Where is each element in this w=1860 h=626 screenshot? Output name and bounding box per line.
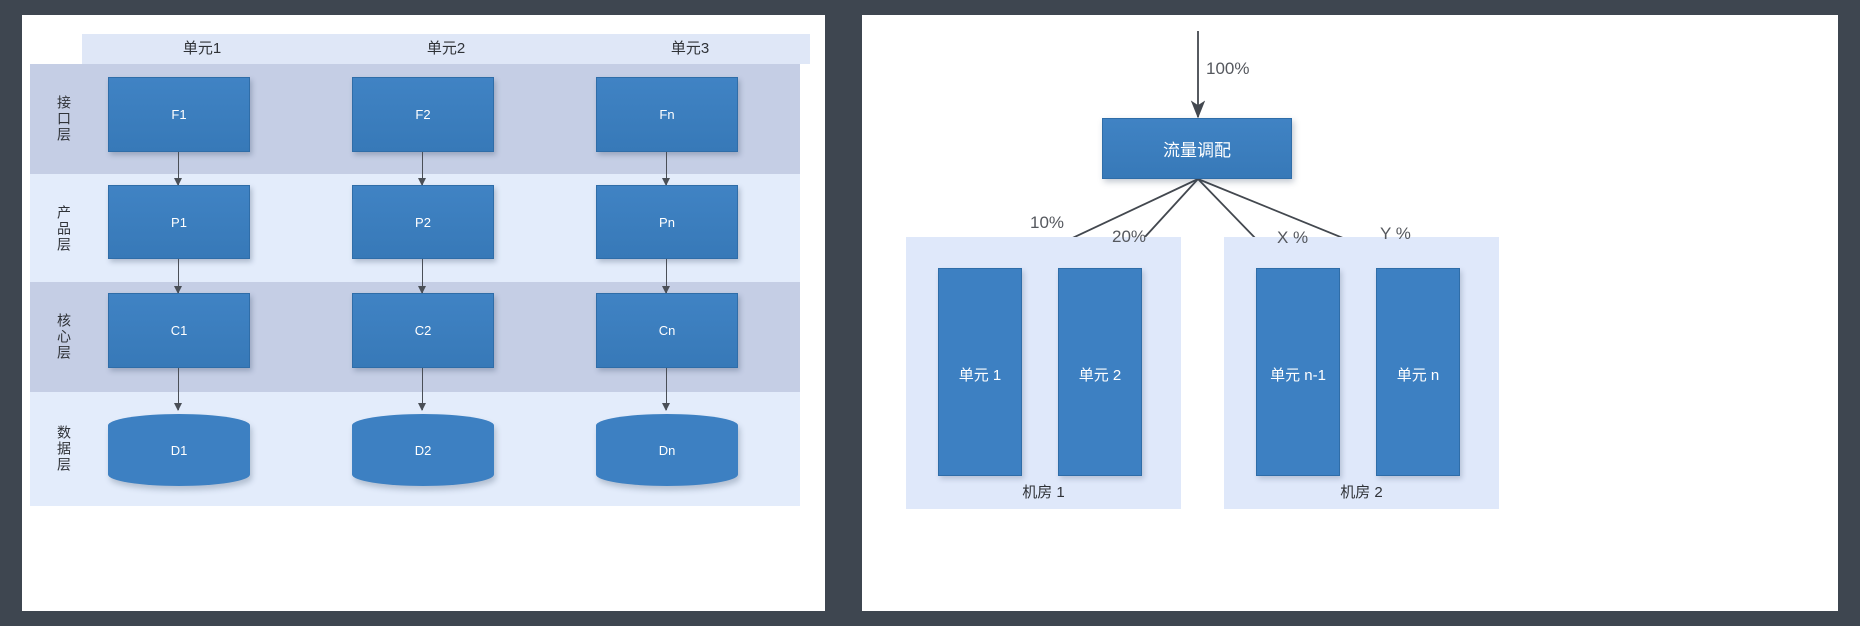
node-d1[interactable]: D1 [108, 414, 250, 486]
unit-box-1-label: 单元 1 [958, 366, 1002, 384]
arrow-c2-to-d2 [418, 368, 427, 411]
arrow-fn-to-pn [662, 152, 671, 186]
percent-label-unit-n: Y % [1380, 224, 1411, 243]
datacenter-2-label: 机房 2 [1340, 484, 1383, 501]
node-d2[interactable]: D2 [352, 414, 494, 486]
unit-box-1[interactable]: 单元 1 [938, 268, 1022, 476]
unit-box-2[interactable]: 单元 2 [1058, 268, 1142, 476]
node-f1[interactable]: F1 [108, 77, 250, 152]
unit-box-n[interactable]: 单元 n [1376, 268, 1460, 476]
column-header-unit3: 单元3 [670, 40, 710, 57]
arrow-p1-to-c1 [174, 259, 183, 294]
inbound-percent-label: 100% [1206, 59, 1250, 78]
node-c2[interactable]: C2 [352, 293, 494, 368]
node-p1[interactable]: P1 [108, 185, 250, 259]
unit-box-n-label: 单元 n [1396, 366, 1440, 384]
column-header-unit2: 单元2 [426, 40, 466, 57]
unit-box-n-minus-1-label: 单元 n-1 [1270, 366, 1326, 384]
row-label-core: 核心层 [56, 313, 72, 361]
node-c1[interactable]: C1 [108, 293, 250, 368]
unit-box-2-label: 单元 2 [1078, 366, 1122, 384]
arrow-f2-to-p2 [418, 152, 427, 186]
percent-label-unit-1: 10% [1030, 213, 1065, 232]
unit-layer-grid: 单元1 单元2 单元3 接口层 产品层 核心层 数据层 F1 F2 Fn P1 … [30, 34, 810, 506]
arrow-pn-to-cn [662, 259, 671, 294]
row-label-data: 数据层 [56, 425, 72, 473]
node-fn[interactable]: Fn [596, 77, 738, 152]
right-diagram-card: 100% 流量调配 机房 1 单元 1 单元 2 10% 20% 机房 2 单元… [862, 15, 1838, 611]
node-p2[interactable]: P2 [352, 185, 494, 259]
node-cn[interactable]: Cn [596, 293, 738, 368]
percent-label-unit-2: 20% [1112, 227, 1147, 246]
node-f2[interactable]: F2 [352, 77, 494, 152]
datacenter-1-label: 机房 1 [1022, 484, 1065, 501]
row-label-product: 产品层 [56, 205, 72, 253]
arrow-cn-to-dn [662, 368, 671, 411]
unit-box-n-minus-1[interactable]: 单元 n-1 [1256, 268, 1340, 476]
column-header-unit1: 单元1 [182, 40, 222, 57]
column-header-band [82, 34, 810, 64]
left-diagram-card: 单元1 单元2 单元3 接口层 产品层 核心层 数据层 F1 F2 Fn P1 … [22, 15, 825, 611]
node-dn[interactable]: Dn [596, 414, 738, 486]
arrow-p2-to-c2 [418, 259, 427, 294]
dispatcher-box[interactable]: 流量调配 [1102, 118, 1292, 179]
node-pn[interactable]: Pn [596, 185, 738, 259]
percent-label-unit-n-minus-1: X % [1277, 228, 1309, 247]
row-label-interface: 接口层 [56, 95, 72, 143]
arrow-c1-to-d1 [174, 368, 183, 411]
arrow-f1-to-p1 [174, 152, 183, 186]
